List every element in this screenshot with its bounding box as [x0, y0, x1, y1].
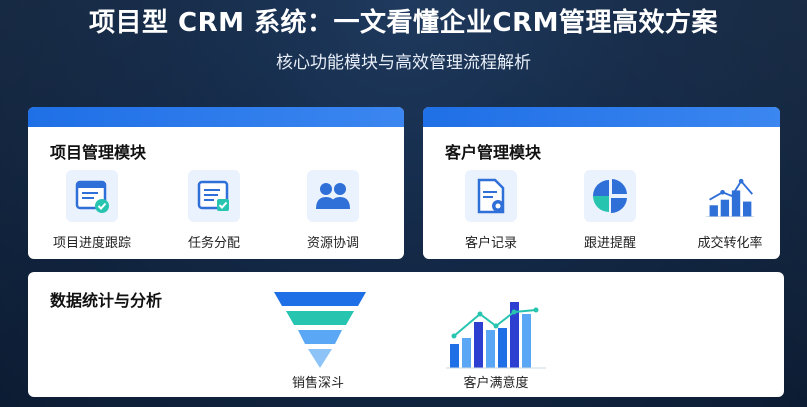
- sales-funnel-label: 销售深斗: [291, 376, 344, 391]
- conversion-rate[interactable]: 成交转化率: [685, 170, 775, 251]
- document-record-icon: [465, 170, 517, 222]
- customer-satisfaction-label: 客户满意度: [463, 376, 529, 391]
- analytics-module-card: 数据统计与分析 销售深斗 客户满意度: [28, 272, 784, 397]
- page-subtitle: 核心功能模块与高效管理流程解析: [276, 53, 531, 73]
- calendar-check-icon: [66, 170, 118, 222]
- satisfaction-chart-icon: [446, 300, 548, 374]
- project-module-card: 项目管理模块 项目进度跟踪 任务分配: [28, 107, 404, 259]
- project-progress-tracking[interactable]: 项目进度跟踪: [47, 170, 137, 251]
- pie-chart-icon: [584, 170, 636, 222]
- analytics-module-title: 数据统计与分析: [50, 291, 163, 310]
- customer-records[interactable]: 客户记录: [446, 170, 536, 251]
- task-assignment[interactable]: 任务分配: [169, 170, 259, 251]
- page-title: 项目型 CRM 系统：一文看懂企业CRM管理高效方案: [88, 8, 719, 38]
- card-accent-bar: [28, 107, 404, 127]
- task-check-icon: [188, 170, 240, 222]
- users-icon: [307, 170, 359, 222]
- customer-module-card: 客户管理模块 客户记录 跟进提醒: [423, 107, 780, 259]
- customer-module-title: 客户管理模块: [445, 143, 542, 162]
- funnel-chart-icon: [274, 292, 366, 374]
- project-module-title: 项目管理模块: [50, 143, 147, 162]
- card-accent-bar: [423, 107, 780, 127]
- follow-up-reminder[interactable]: 跟进提醒: [565, 170, 655, 251]
- resource-coordination[interactable]: 资源协调: [288, 170, 378, 251]
- bar-line-chart-icon: [704, 170, 756, 222]
